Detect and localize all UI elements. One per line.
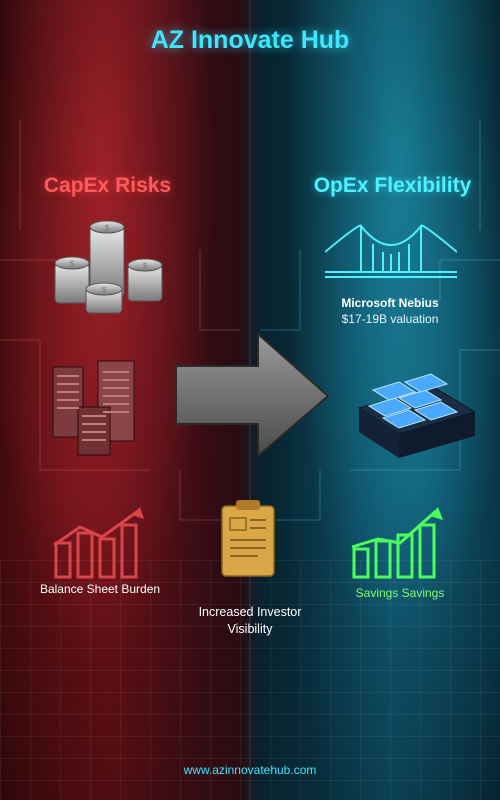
footer-url[interactable]: www.azinnovatehub.com (183, 763, 317, 777)
bridge-icon (325, 224, 457, 278)
capex-heading: CapEx Risks (43, 174, 172, 197)
nebius-title: Microsoft Nebius (341, 296, 439, 310)
svg-text:$: $ (104, 223, 109, 232)
svg-text:$: $ (101, 285, 106, 294)
page-title: AZ Innovate Hub (150, 26, 350, 54)
clipboard-document-icon (221, 500, 275, 577)
svg-text:$: $ (69, 259, 74, 268)
balance-sheet-caption: Balance Sheet Burden (39, 582, 161, 596)
investor-visibility-caption: Increased Investor Visibility (198, 605, 302, 636)
savings-caption: Savings Savings (355, 586, 445, 600)
bar-chart-growth-icon (351, 507, 443, 579)
gpu-server-icon (357, 373, 477, 458)
bar-chart-rising-icon (53, 507, 144, 579)
grid-floor (0, 560, 500, 800)
coin-stack-icon: $ $ $ $ (54, 220, 163, 314)
arrow-right-icon (175, 331, 330, 459)
server-rack-icon (52, 360, 135, 456)
opex-heading: OpEx Flexibility (313, 174, 472, 197)
svg-text:$: $ (142, 261, 147, 270)
nebius-valuation: $17-19B valuation (341, 312, 439, 326)
